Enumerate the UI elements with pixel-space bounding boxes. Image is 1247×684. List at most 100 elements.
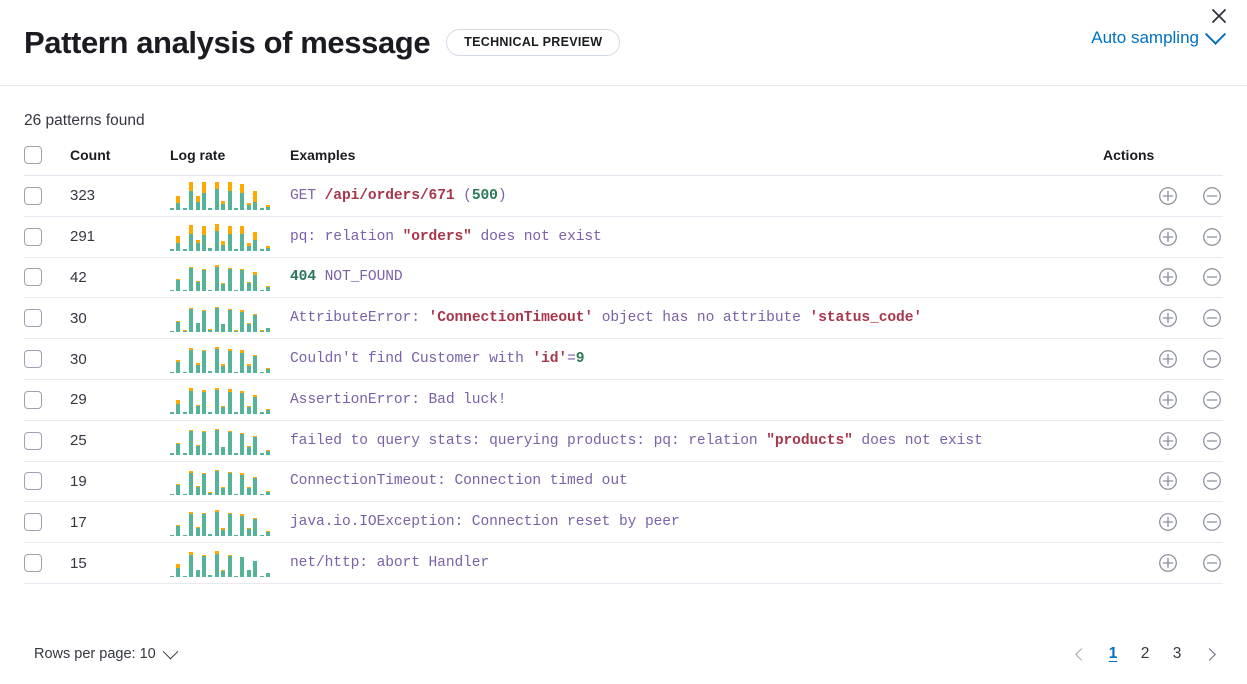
filter-for-value-icon[interactable]: [1157, 470, 1179, 492]
example-cell: AssertionError: Bad luck!: [290, 379, 1103, 421]
filter-for-value-icon[interactable]: [1157, 430, 1179, 452]
filter-for-value-icon[interactable]: [1157, 307, 1179, 329]
filter-out-value-icon[interactable]: [1201, 266, 1223, 288]
filter-for-value-icon[interactable]: [1157, 266, 1179, 288]
sparkline-bar: [253, 313, 258, 333]
sparkline-bar-bottom: [234, 290, 239, 292]
sparkline-bar-bottom: [208, 452, 213, 455]
sparkline-bar-bottom: [170, 208, 175, 210]
sparkline-bar-top: [259, 330, 264, 331]
filter-out-value-icon[interactable]: [1201, 430, 1223, 452]
example-token: pq: relation: [290, 228, 403, 245]
log-rate-cell: [170, 175, 290, 217]
sparkline-bar: [176, 196, 181, 210]
sparkline-bar-top: [214, 181, 219, 190]
row-checkbox[interactable]: [24, 390, 42, 409]
log-rate-header[interactable]: Log rate: [170, 146, 290, 176]
sparkline-bar-bottom: [259, 330, 264, 333]
sparkline-bar: [234, 290, 239, 292]
row-checkbox[interactable]: [24, 350, 42, 369]
sparkline-bar-top: [227, 349, 232, 351]
sparkline-bar-bottom: [195, 570, 200, 578]
sparkline-bar-bottom: [227, 514, 232, 537]
sparkline-bar-top: [234, 493, 239, 495]
sparkline-bar-bottom: [176, 321, 181, 333]
rows-per-page-selector[interactable]: Rows per page: 10: [24, 643, 178, 662]
close-icon[interactable]: [1207, 4, 1231, 28]
filter-for-value-icon[interactable]: [1157, 226, 1179, 248]
sparkline-bar-top: [195, 281, 200, 282]
example-token: net/http: abort Handler: [290, 555, 490, 572]
sparkline-bar-top: [246, 446, 251, 447]
sparkline-bar-bottom: [176, 444, 181, 455]
sparkline-bar: [208, 329, 213, 333]
sparkline-bar-bottom: [170, 494, 175, 496]
sparkline-bar-top: [246, 569, 251, 571]
page-button-2[interactable]: 2: [1140, 645, 1150, 662]
log-rate-cell: [170, 338, 290, 380]
sparkline-bar: [227, 472, 232, 496]
sparkline-bar-top: [246, 527, 251, 529]
row-checkbox[interactable]: [24, 472, 42, 491]
row-checkbox[interactable]: [24, 309, 42, 328]
sparkline-bar-bottom: [176, 484, 181, 496]
filter-out-value-icon[interactable]: [1201, 226, 1223, 248]
sparkline-bar-top: [195, 444, 200, 446]
page-button-3[interactable]: 3: [1172, 645, 1182, 662]
sparkline-bar-bottom: [202, 351, 207, 374]
sparkline-bar: [208, 452, 213, 455]
sparkline-bar: [234, 453, 239, 455]
filter-for-value-icon[interactable]: [1157, 552, 1179, 574]
filter-out-value-icon[interactable]: [1201, 511, 1223, 533]
sparkline-bar-top: [246, 281, 251, 284]
row-checkbox[interactable]: [24, 186, 42, 205]
sparkline-bar-bottom: [189, 391, 194, 414]
row-checkbox[interactable]: [24, 431, 42, 450]
sparkline-bar-bottom: [253, 239, 258, 251]
filter-for-value-icon[interactable]: [1157, 185, 1179, 207]
filter-for-value-icon[interactable]: [1157, 511, 1179, 533]
count-header[interactable]: Count: [70, 146, 170, 176]
sparkline-bar: [195, 322, 200, 333]
filter-for-value-icon[interactable]: [1157, 348, 1179, 370]
sparkline-bar: [214, 306, 219, 333]
filter-out-value-icon[interactable]: [1201, 185, 1223, 207]
auto-sampling-dropdown[interactable]: Auto sampling: [1091, 23, 1227, 48]
patterns-found-label: 26 patterns found: [24, 112, 145, 129]
row-checkbox[interactable]: [24, 268, 42, 287]
sparkline-bar-bottom: [266, 207, 271, 210]
sparkline-bar: [227, 513, 232, 537]
sparkline-bar: [253, 232, 258, 251]
sparkline-bar: [176, 564, 181, 578]
log-rate-sparkline: [170, 549, 271, 578]
sparkline-bar-top: [202, 554, 207, 556]
filter-out-value-icon[interactable]: [1201, 307, 1223, 329]
filter-out-value-icon[interactable]: [1201, 348, 1223, 370]
row-checkbox[interactable]: [24, 513, 42, 532]
sparkline-bar: [182, 493, 187, 496]
sparkline-bar: [221, 241, 226, 251]
example-cell: GET /api/orders/671 (500): [290, 175, 1103, 217]
row-checkbox[interactable]: [24, 227, 42, 246]
filter-out-value-icon[interactable]: [1201, 552, 1223, 574]
select-all-checkbox[interactable]: [24, 146, 42, 164]
row-select-cell: [24, 379, 70, 421]
filter-out-value-icon[interactable]: [1201, 470, 1223, 492]
next-page-button[interactable]: [1195, 640, 1223, 668]
examples-header[interactable]: Examples: [290, 146, 1103, 176]
row-checkbox[interactable]: [24, 554, 42, 573]
filter-for-value-icon[interactable]: [1157, 389, 1179, 411]
sparkline-bar-top: [246, 405, 251, 407]
sparkline-bar: [208, 248, 213, 251]
sparkline-bar-top: [253, 313, 258, 315]
count-cell: 291: [70, 216, 170, 258]
sparkline-bar-top: [176, 236, 181, 243]
prev-page-button[interactable]: [1067, 640, 1095, 668]
sparkline-bar-bottom: [170, 331, 175, 333]
filter-out-value-icon[interactable]: [1201, 389, 1223, 411]
sparkline-bar-bottom: [246, 245, 251, 251]
example-token: 404: [290, 269, 316, 286]
page-button-1[interactable]: 1: [1108, 645, 1118, 662]
sparkline-bar-top: [202, 513, 207, 515]
